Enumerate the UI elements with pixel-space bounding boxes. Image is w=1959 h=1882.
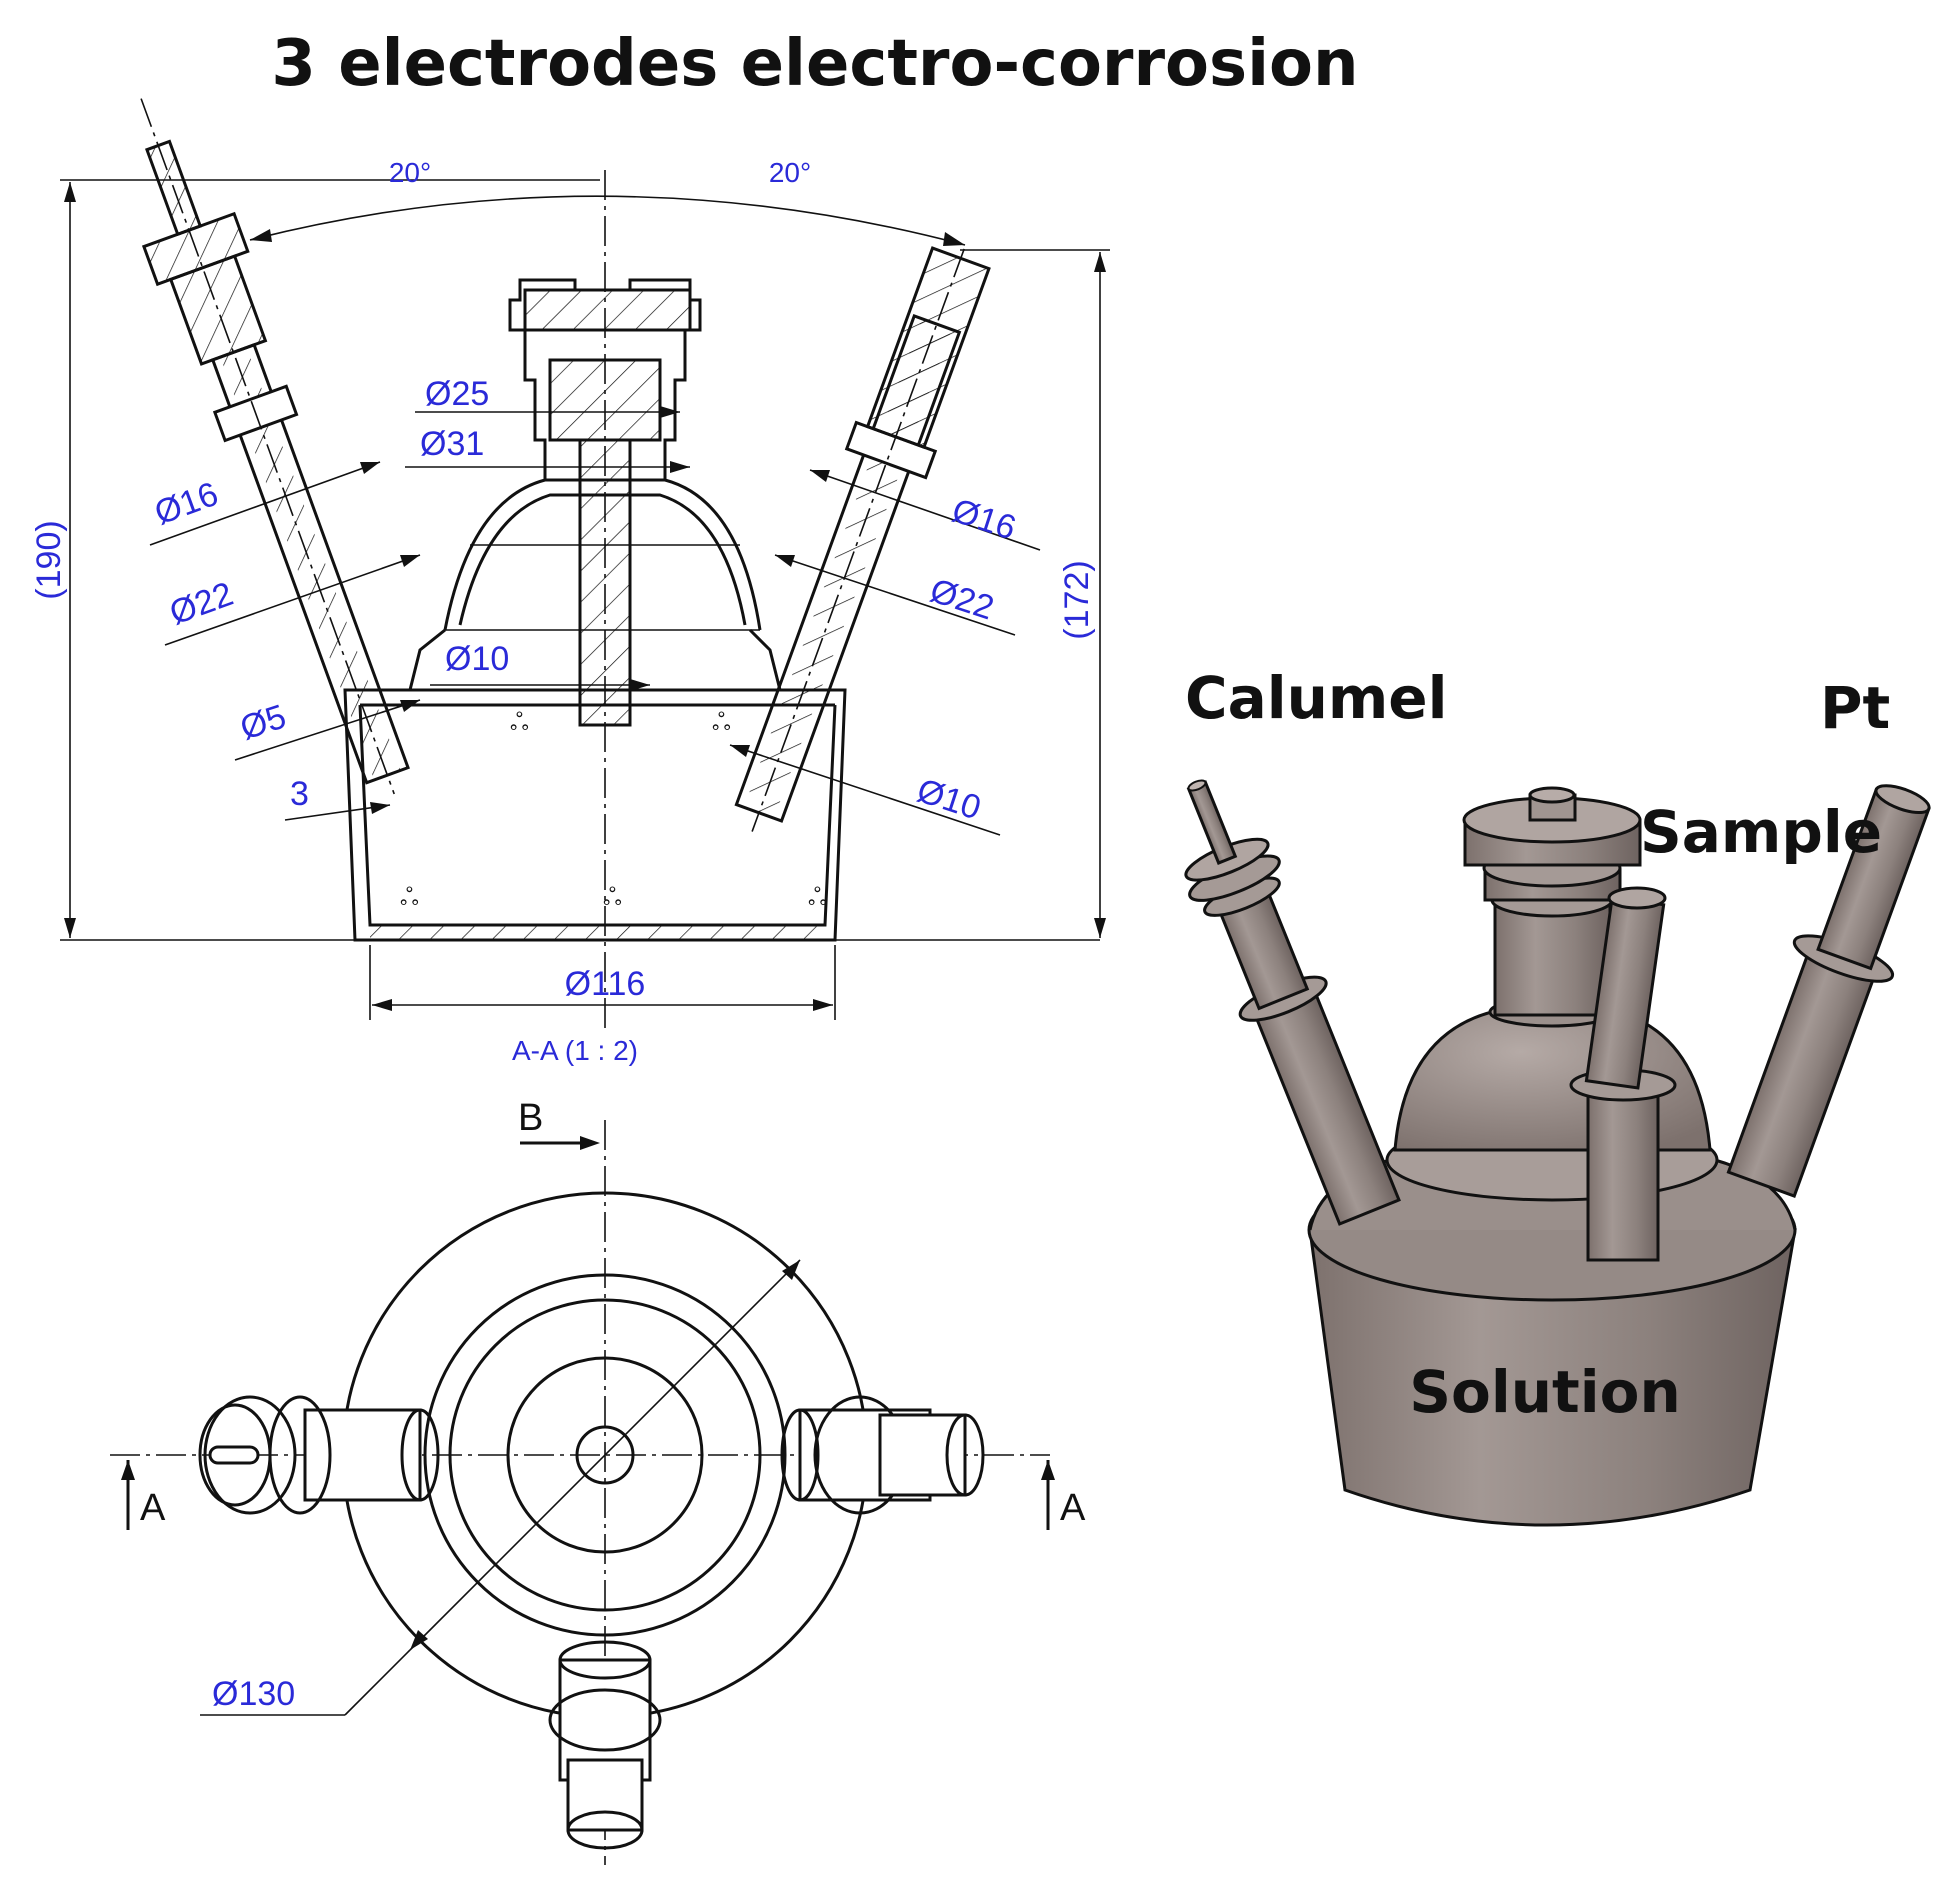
section-caption: A-A (1 : 2) — [512, 1035, 638, 1066]
dim-wall-thickness: 3 — [290, 775, 309, 813]
dim-d5: Ø5 — [236, 697, 291, 747]
section-view: (190) (172) 20° 20° — [30, 98, 1110, 1066]
svg-text:ஃ: ஃ — [400, 883, 419, 911]
svg-text:ஃ: ஃ — [510, 708, 529, 736]
section-label-a-left: A — [140, 1487, 166, 1529]
dim-right-height: (172) — [1058, 560, 1096, 639]
svg-text:ஃ: ஃ — [603, 883, 622, 911]
dim-d10-right: Ø10 — [913, 771, 986, 827]
label-solution: Solution — [1409, 1358, 1681, 1426]
dim-d31: Ø31 — [420, 425, 484, 463]
dim-d16-right: Ø16 — [948, 491, 1021, 547]
svg-text:ஃ: ஃ — [712, 708, 731, 736]
dim-d116: Ø116 — [565, 965, 646, 1003]
view-label-b: B — [518, 1097, 543, 1139]
section-label-a-right: A — [1060, 1487, 1086, 1529]
dim-d25: Ø25 — [425, 375, 489, 413]
label-sample: Sample — [1640, 798, 1882, 866]
svg-text:ஃ: ஃ — [808, 883, 827, 911]
top-view: B A A — [110, 1097, 1086, 1865]
dim-angle-left: 20° — [389, 157, 431, 188]
page-title: 3 electrodes electro-corrosion — [271, 27, 1358, 101]
dim-angle-right: 20° — [769, 157, 811, 188]
dim-d16-left: Ø16 — [150, 475, 223, 533]
dim-d10-center: Ø10 — [445, 640, 509, 678]
label-calumel: Calumel — [1185, 664, 1448, 732]
dim-overall-height: (190) — [30, 520, 68, 599]
dim-d22-right: Ø22 — [926, 571, 999, 627]
label-pt: Pt — [1820, 674, 1890, 742]
render-3d: Calumel Pt Sample Solution — [1184, 664, 1931, 1527]
dim-d130: Ø130 — [212, 1675, 295, 1713]
